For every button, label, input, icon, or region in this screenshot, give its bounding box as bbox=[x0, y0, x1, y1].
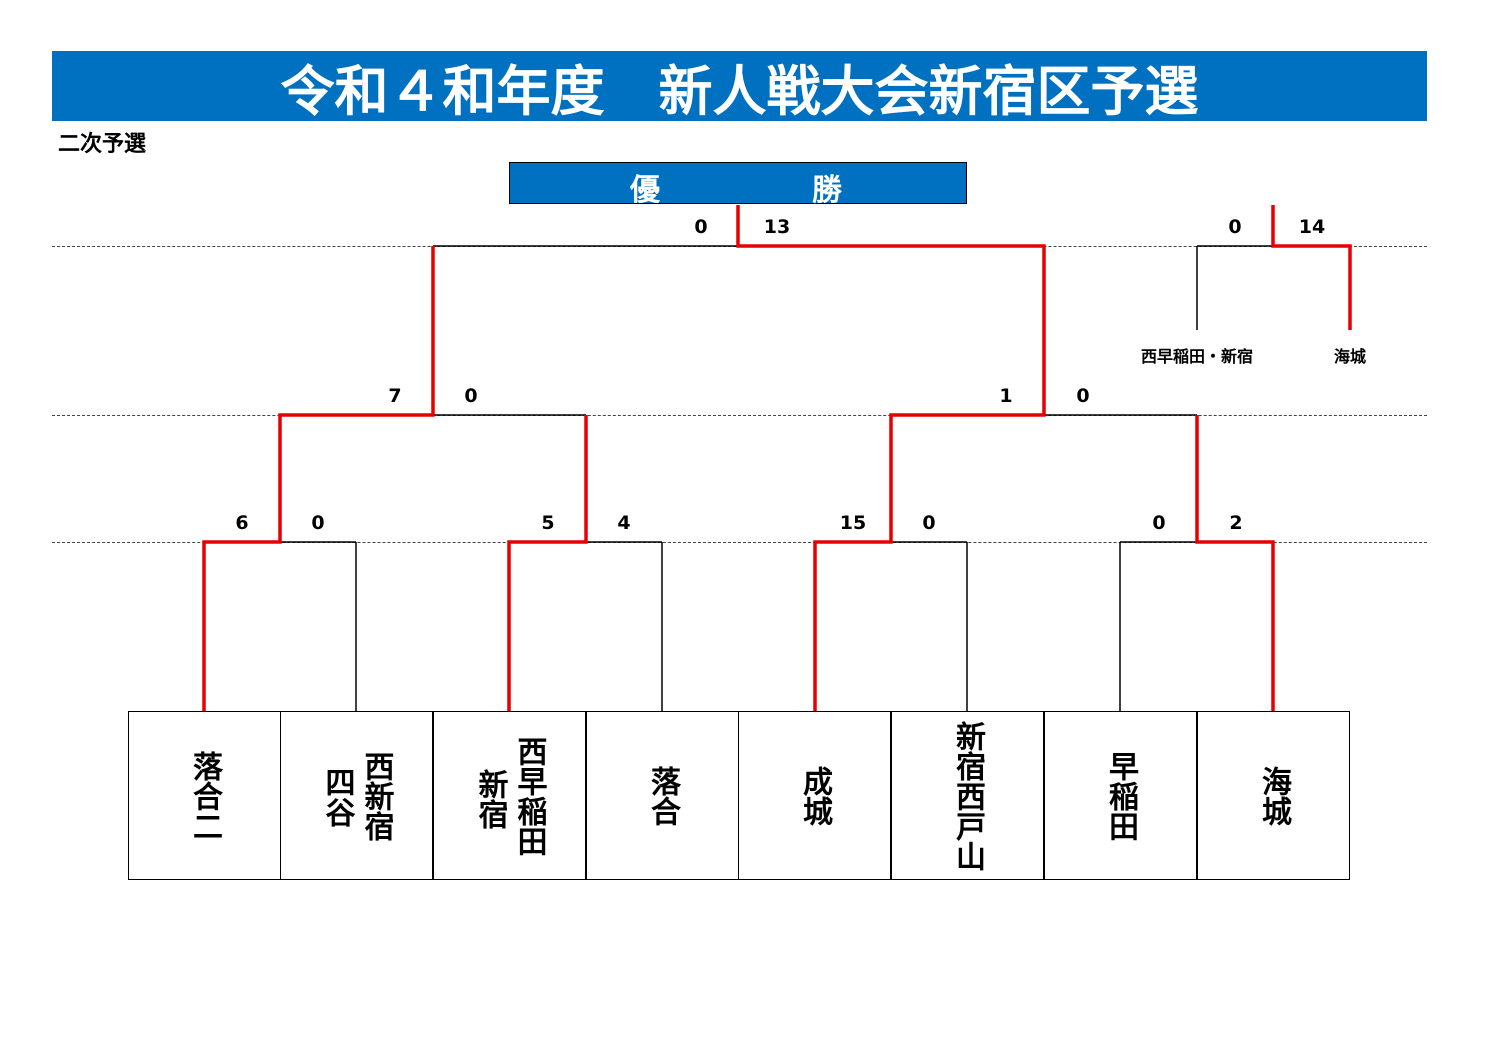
score-sf-1-left: 7 bbox=[388, 385, 402, 407]
score-r1-1-left: 6 bbox=[235, 512, 249, 534]
team-box-shinjuku-nishitoyama: 新宿西戸山 bbox=[891, 711, 1044, 880]
score-sf-2-left: 1 bbox=[999, 385, 1013, 407]
score-r1-2-right: 4 bbox=[617, 512, 631, 534]
win-path-nishiwaseda bbox=[507, 415, 588, 711]
win-path-ochiai2 bbox=[202, 246, 435, 711]
team-box-seijo: 成城 bbox=[738, 711, 891, 880]
bracket-losing-lines bbox=[280, 245, 1273, 711]
guide-line-round1 bbox=[52, 542, 1427, 543]
score-r1-4-left: 0 bbox=[1152, 512, 1166, 534]
score-side-right: 14 bbox=[1298, 216, 1326, 238]
score-final-right: 13 bbox=[763, 216, 791, 238]
champion-label-left: 優 bbox=[630, 173, 660, 208]
bracket-winning-lines bbox=[202, 205, 1352, 711]
win-path-side-kaijo bbox=[1271, 205, 1352, 330]
team-name: 海城 bbox=[1256, 765, 1291, 826]
win-path-kaijo bbox=[1195, 415, 1275, 711]
champion-banner: 優 勝 bbox=[509, 162, 967, 208]
team-name-line1: 西早稲田 bbox=[511, 735, 547, 856]
score-sf-2-right: 0 bbox=[1076, 385, 1090, 407]
team-name: 成城 bbox=[797, 765, 832, 826]
champion-label-right: 勝 bbox=[812, 173, 842, 208]
score-r1-1-right: 0 bbox=[311, 512, 325, 534]
guide-line-semifinal bbox=[52, 415, 1427, 416]
page-title: 令和４和年度 新人戦大会新宿区予選 bbox=[52, 51, 1427, 123]
team-name: 落合 bbox=[645, 765, 680, 826]
side-team-left: 西早稲田・新宿 bbox=[1140, 347, 1254, 366]
score-final-left: 0 bbox=[694, 216, 708, 238]
team-box-ochiai2: 落合二 bbox=[128, 711, 281, 880]
team-box-kaijo: 海城 bbox=[1197, 711, 1350, 880]
win-path-seijo bbox=[736, 205, 1046, 711]
team-name-line2: 新宿 bbox=[472, 768, 508, 829]
team-name: 落合二 bbox=[187, 750, 222, 841]
score-r1-3-right: 0 bbox=[922, 512, 936, 534]
side-team-right: 海城 bbox=[1333, 347, 1367, 366]
team-box-nishiwaseda-shinjuku: 西早稲田 新宿 bbox=[433, 711, 586, 880]
round-subtitle: 二次予選 bbox=[58, 132, 147, 157]
score-sf-1-right: 0 bbox=[464, 385, 478, 407]
team-name: 早稲田 bbox=[1103, 750, 1138, 841]
team-box-waseda: 早稲田 bbox=[1044, 711, 1197, 880]
team-name-line1: 西新宿 bbox=[358, 750, 394, 841]
score-r1-3-left: 15 bbox=[839, 512, 867, 534]
team-name: 新宿西戸山 bbox=[950, 720, 985, 871]
team-box-ochiai: 落合 bbox=[586, 711, 739, 880]
score-side-left: 0 bbox=[1228, 216, 1242, 238]
score-r1-2-left: 5 bbox=[541, 512, 555, 534]
team-name-line2: 四谷 bbox=[319, 766, 355, 827]
team-box-nishishinjuku-yotsuya: 西新宿 四谷 bbox=[280, 711, 433, 880]
score-r1-4-right: 2 bbox=[1229, 512, 1243, 534]
